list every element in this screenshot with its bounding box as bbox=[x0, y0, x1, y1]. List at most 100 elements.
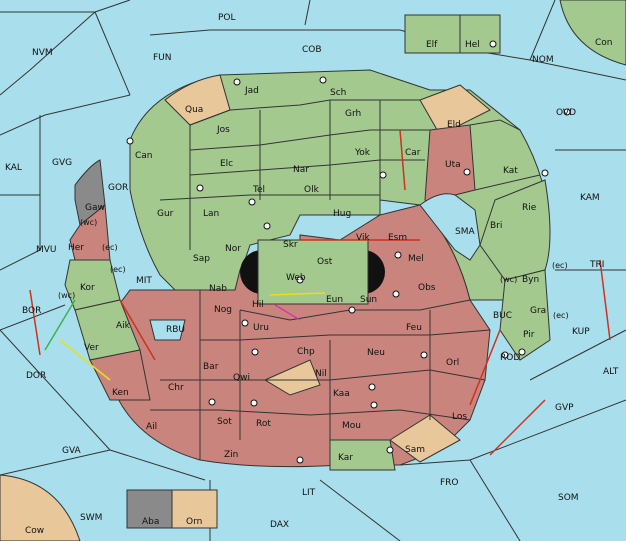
map-label: Ail bbox=[146, 422, 157, 432]
qua-region[interactable] bbox=[164, 74, 231, 126]
aba-region[interactable] bbox=[126, 489, 173, 529]
map-label: Car bbox=[405, 148, 421, 158]
map-label: Pir bbox=[523, 330, 535, 340]
nil-region[interactable] bbox=[263, 359, 321, 396]
map-label: Kar bbox=[338, 453, 353, 463]
map-label: Mou bbox=[342, 421, 361, 431]
map-label: Rot bbox=[256, 419, 271, 429]
map-label: Vik bbox=[356, 233, 370, 243]
map-label: Gaw bbox=[85, 203, 105, 213]
map-label: Aik bbox=[116, 321, 131, 331]
map-label: Kat bbox=[503, 166, 518, 176]
map-label: Uru bbox=[253, 323, 269, 333]
map-label: DAX bbox=[270, 520, 289, 530]
sam-region[interactable] bbox=[389, 414, 461, 463]
map-label: Nil bbox=[315, 369, 327, 379]
map-label: Olk bbox=[304, 185, 320, 195]
map-label: Nog bbox=[214, 305, 232, 315]
map-label: (wc) bbox=[80, 218, 97, 227]
map-label: Sch bbox=[330, 88, 346, 98]
map-label: Elc bbox=[220, 159, 233, 169]
byn-region[interactable] bbox=[499, 269, 551, 361]
orders bbox=[29, 129, 611, 456]
sma-sea[interactable] bbox=[419, 193, 481, 261]
map-label: Chr bbox=[168, 383, 184, 393]
map-label: (ec) bbox=[552, 261, 568, 270]
map-label: ALT bbox=[603, 367, 619, 377]
map-label: Con bbox=[595, 38, 613, 48]
ken-region[interactable] bbox=[89, 349, 151, 401]
map-label: Nab bbox=[209, 284, 227, 294]
map-label: Lan bbox=[203, 209, 219, 219]
map-label: Tel bbox=[252, 185, 265, 195]
map-label: OVD bbox=[556, 108, 576, 118]
map-label: SMA bbox=[455, 227, 475, 237]
map-label: Sun bbox=[360, 295, 377, 305]
map-label: Neu bbox=[367, 348, 385, 358]
map-label: RBU bbox=[166, 325, 185, 335]
map-label: Obs bbox=[418, 283, 436, 293]
map-label: BOR bbox=[22, 306, 41, 316]
map-label: Orl bbox=[446, 358, 459, 368]
map-label: Kaa bbox=[333, 389, 350, 399]
map-label: KAM bbox=[580, 193, 600, 203]
map-label: Hil bbox=[252, 300, 264, 310]
map-label: SWM bbox=[80, 513, 102, 523]
map-label: SOM bbox=[558, 493, 579, 503]
province-borders bbox=[150, 99, 541, 460]
supply-centers bbox=[126, 40, 571, 464]
map-label: DOR bbox=[26, 371, 46, 381]
map-label: Zin bbox=[224, 450, 238, 460]
map-label: Kor bbox=[80, 283, 95, 293]
map-label: Nor bbox=[225, 244, 241, 254]
map-label: Los bbox=[452, 412, 467, 422]
map-label: Web bbox=[286, 273, 306, 283]
map-label: Jos bbox=[216, 125, 230, 135]
map-label: TRI bbox=[589, 260, 604, 270]
map-label: LIT bbox=[302, 488, 316, 498]
map-label: Chp bbox=[297, 347, 315, 357]
map-label: FUN bbox=[153, 53, 172, 63]
map-label: GVP bbox=[555, 403, 574, 413]
labels: POL COB FUN NVM NOM OVD KAL GVG GOR MVU … bbox=[5, 13, 619, 536]
map-label: Grh bbox=[345, 109, 361, 119]
kar-region[interactable] bbox=[329, 439, 396, 471]
map-label: FRO bbox=[440, 478, 459, 488]
map-label: Sot bbox=[217, 417, 232, 427]
map-label: MIT bbox=[136, 276, 152, 286]
map-label: COB bbox=[302, 45, 322, 55]
rbu-sea[interactable] bbox=[149, 319, 186, 341]
map-label: Eld bbox=[447, 120, 461, 130]
label: POL bbox=[218, 13, 236, 23]
map-label: Nar bbox=[293, 165, 309, 175]
map-label: Can bbox=[135, 151, 153, 161]
map-label: Aba bbox=[142, 517, 159, 527]
map-label: Eun bbox=[326, 295, 343, 305]
map-label: KUP bbox=[572, 327, 590, 337]
map-label: Her bbox=[68, 243, 84, 253]
map-label: NOM bbox=[532, 55, 554, 65]
map-label: Feu bbox=[406, 323, 422, 333]
map-label: Esm bbox=[388, 233, 407, 243]
map-label: ROD bbox=[500, 353, 520, 363]
map-label: (wc) bbox=[500, 275, 517, 284]
map-label: (ec) bbox=[553, 311, 569, 320]
map-label: Cow bbox=[25, 526, 44, 536]
orn-region[interactable] bbox=[171, 489, 218, 529]
map-label: KAL bbox=[5, 163, 22, 173]
con-region[interactable] bbox=[559, 0, 626, 66]
map-label: Uta bbox=[445, 160, 461, 170]
map-label: MVU bbox=[36, 245, 57, 255]
map-label: GOR bbox=[108, 183, 128, 193]
map-label: Mel bbox=[408, 254, 424, 264]
map-label: Elf bbox=[426, 40, 438, 50]
map-label: Orn bbox=[186, 517, 202, 527]
map-label: Gra bbox=[530, 306, 546, 316]
continent bbox=[64, 69, 551, 471]
map-label: Rie bbox=[522, 203, 537, 213]
map-label: Hug bbox=[333, 209, 351, 219]
map-label: Gur bbox=[157, 209, 174, 219]
eld-region[interactable] bbox=[419, 84, 491, 136]
map-label: BUC bbox=[493, 311, 512, 321]
